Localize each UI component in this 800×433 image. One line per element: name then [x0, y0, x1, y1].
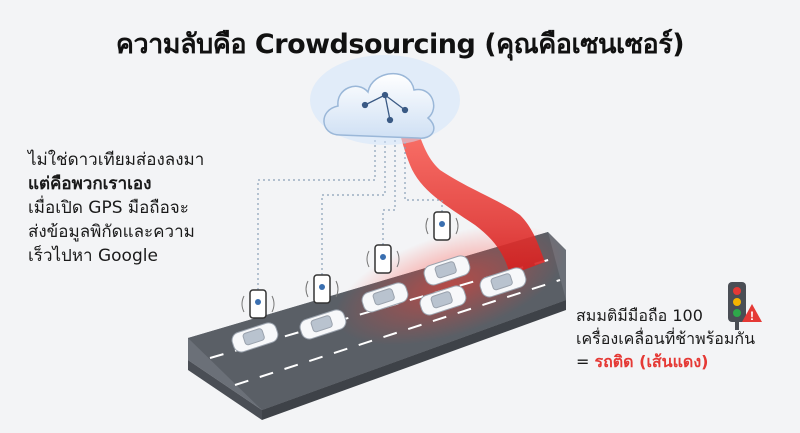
explanation-line: ส่งข้อมูลพิกัดและความ [28, 222, 195, 242]
data-connection-lines [257, 140, 443, 290]
traffic-jam-label: รถติด (เส้นแดง) [594, 352, 709, 371]
explanation-text: ไม่ใช่ดาวเทียมส่องลงมา แต่คือพวกเราเอง เ… [28, 148, 204, 268]
car-icon [479, 267, 527, 298]
road [188, 224, 566, 420]
warning-icon: ! [742, 304, 762, 323]
smartphone-location-icon [241, 289, 275, 319]
page-title: ความลับคือ Crowdsourcing (คุณคือเซนเซอร์… [115, 29, 685, 60]
explanation-line: เร็วไปหา Google [28, 246, 158, 266]
note-line: = รถติด (เส้นแดง) [576, 350, 755, 373]
svg-text:!: ! [750, 309, 754, 323]
traffic-data-flow [395, 110, 545, 275]
car-icon [419, 285, 467, 316]
explanation-line: เมื่อเปิด GPS มือถือจะ [28, 198, 189, 218]
explanation-line-bold: แต่คือพวกเราเอง [28, 174, 152, 194]
car-icon [423, 255, 471, 286]
note-line: เครื่องเคลื่อนที่ช้าพร้อมกัน [576, 329, 756, 348]
cars [231, 255, 527, 353]
car-icon [299, 309, 347, 340]
smartphone-location-icon [366, 244, 400, 274]
equals-sign: = [576, 352, 595, 371]
smartphones [241, 211, 459, 319]
smartphone-location-icon [305, 274, 339, 304]
smartphone-location-icon [425, 211, 459, 241]
note-line: สมมติมีมือถือ 100 [576, 306, 703, 325]
cloud-icon [310, 55, 460, 145]
car-icon [231, 322, 279, 353]
explanation-line: ไม่ใช่ดาวเทียมส่องลงมา [28, 150, 205, 170]
traffic-light-icon [728, 282, 746, 330]
car-icon [361, 282, 409, 313]
traffic-note: สมมติมีมือถือ 100 เครื่องเคลื่อนที่ช้าพร… [576, 304, 755, 373]
